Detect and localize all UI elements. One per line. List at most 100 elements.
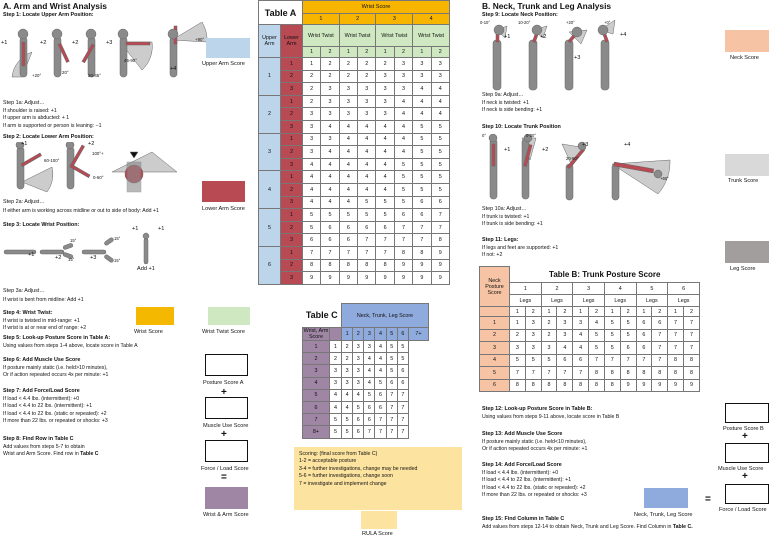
wrist-twist-col: 1	[338, 46, 359, 58]
wrist-arm-value: 5	[302, 388, 330, 402]
table-a-cell: 7	[412, 233, 432, 247]
wrist-score-2: +2	[55, 255, 62, 261]
step5-line: Using values from steps 1-4 above, locat…	[3, 343, 138, 349]
table-a-cell: 5	[412, 182, 432, 197]
table-a-cell: 3	[393, 69, 414, 84]
table-a-cell: 4	[357, 145, 377, 159]
muscle-use-score-a-box[interactable]	[205, 397, 248, 419]
table-a-cell: 7	[375, 245, 395, 260]
neck-figures	[492, 20, 616, 91]
neck-posture-value: 4	[479, 353, 510, 367]
ntl-score-label: Neck, Trunk, Leg Score	[634, 512, 693, 518]
ntl-col: 6	[396, 327, 409, 341]
table-c-cell: 5	[396, 339, 409, 354]
table-b-cell: 5	[588, 341, 605, 355]
table-b-cell: 9	[667, 378, 684, 392]
table-b-cell: 5	[619, 316, 637, 330]
table-a-cell: 8	[301, 258, 322, 273]
table-a-cell: 5	[412, 157, 432, 172]
table-a-cell: 4	[320, 119, 340, 134]
table-c-cell: 4	[352, 388, 365, 402]
step6-heading: Step 6: Add Muscle Use Score	[3, 357, 81, 363]
table-a-cell: 5	[375, 195, 395, 210]
table-a-cell: 7	[393, 233, 414, 247]
step9a-lines: If neck is twisted: +1 If neck is side b…	[482, 100, 543, 114]
table-a-cell: 4	[338, 182, 359, 197]
table-c-cell: 4	[363, 364, 376, 378]
wrist-score-1: +1	[28, 252, 35, 258]
trunk-figures	[488, 134, 671, 201]
wrist-twist-col: 2	[393, 46, 414, 58]
step15-line: Add values from steps 12-14 to obtain Ne…	[482, 524, 693, 530]
neck-angle-1: 0-10°	[480, 20, 491, 25]
table-a-cell: 3	[301, 145, 322, 159]
upper-arm-swatch	[206, 38, 250, 58]
leg-col: 1	[603, 306, 621, 317]
wrist-arm-value: 6	[302, 400, 330, 415]
table-c-cell: 7	[396, 413, 409, 427]
posture-score-a-box[interactable]	[205, 354, 248, 376]
legs-header: Legs	[667, 294, 700, 307]
leg-col: 1	[572, 306, 590, 317]
table-a-cell: 5	[393, 170, 414, 184]
ntl-col: 5	[385, 327, 398, 341]
step15-heading: Step 15: Find Column in Table C	[482, 516, 565, 522]
table-c-cell: 7	[396, 425, 409, 439]
force-load-score-a-label: Force / Load Score	[201, 466, 249, 472]
table-b-cell: 6	[619, 341, 637, 355]
table-b-cell: 8	[524, 378, 542, 392]
table-b-cell: 8	[572, 378, 590, 392]
table-a-cell: 6	[320, 233, 340, 247]
table-c-cell: 5	[340, 413, 354, 427]
table-a-cell: 9	[375, 271, 395, 285]
lower-arm-value: 2	[280, 107, 303, 121]
table-a-cell: 5	[301, 208, 322, 222]
table-c-cell: 6	[396, 364, 409, 378]
posture-score-b-box[interactable]	[725, 403, 769, 423]
table-a-cell: 4	[301, 182, 322, 197]
muscle-use-score-b-box[interactable]	[725, 443, 769, 463]
table-a-cell: 5	[430, 119, 451, 134]
neck-posture-value: 2	[479, 328, 510, 342]
table-c-cell: 1	[329, 339, 342, 354]
table-a-cell: 3	[357, 107, 377, 121]
step8-lines: Add values from steps 5-7 to obtain Wris…	[3, 444, 99, 458]
table-a-cell: 4	[412, 94, 432, 109]
table-a-cell: 6	[338, 220, 359, 235]
lower-arm-value: 3	[280, 233, 303, 247]
table-c-cell: 3	[340, 364, 354, 378]
table-a-cell: 9	[393, 271, 414, 285]
table-c-cell: 5	[329, 413, 342, 427]
table-b-cell: 7	[682, 316, 701, 330]
plus-sign-2: +	[221, 429, 227, 440]
table-c-cell: 5	[352, 400, 365, 415]
table-a-cell: 3	[357, 82, 377, 96]
table-a-cell: 6	[301, 233, 322, 247]
table-a-cell: 8	[320, 258, 340, 273]
table-c-cell: 7	[385, 413, 398, 427]
table-a-cell: 2	[338, 69, 359, 84]
table-a-cell: 3	[393, 57, 414, 71]
legs-header: Legs	[635, 294, 669, 307]
neck-posture-header: Neck Posture Score	[479, 266, 510, 307]
table-a-cell: 3	[301, 107, 322, 121]
trunk-score-2: +2	[542, 147, 549, 153]
table-a-cell: 2	[301, 82, 322, 96]
table-a-cell: 7	[430, 208, 451, 222]
wrist-score-col: 2	[338, 13, 377, 25]
table-a-cell: 7	[301, 245, 322, 260]
table-c-cell: 6	[352, 425, 365, 439]
wrist-arm-swatch	[205, 487, 248, 509]
upper-arm-header: Upper Arm	[258, 24, 281, 58]
force-load-score-a-box[interactable]	[205, 440, 248, 462]
table-b-cell: 5	[619, 328, 637, 342]
force-load-score-b-box[interactable]	[725, 484, 769, 504]
